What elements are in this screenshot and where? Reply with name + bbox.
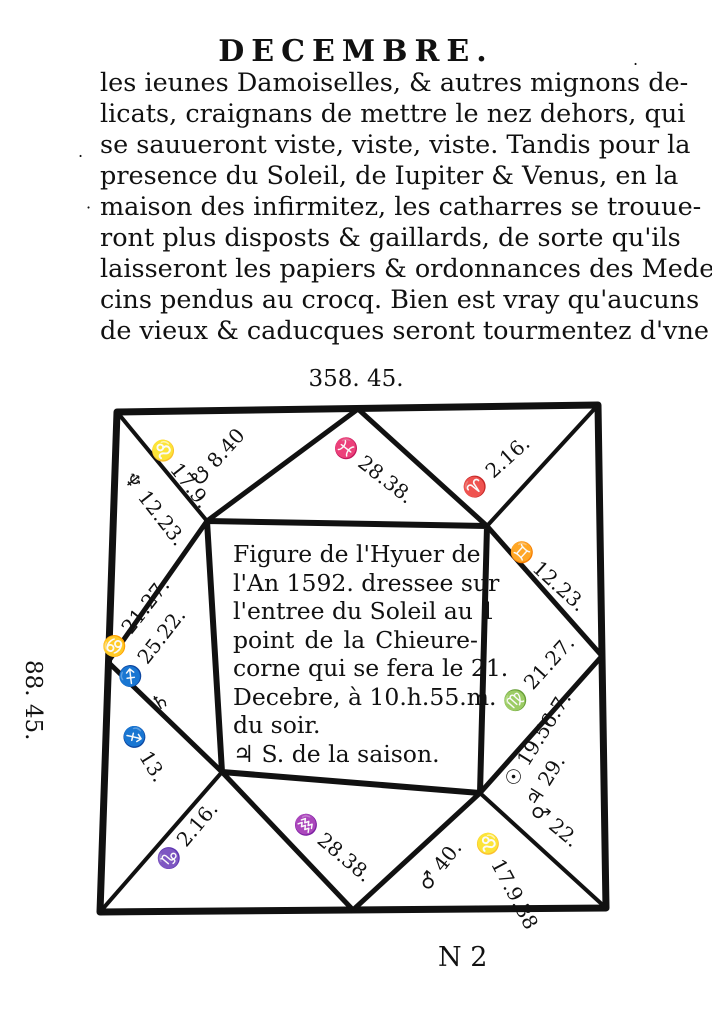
- midpoint-line: [478, 654, 604, 795]
- caption-line: corne qui se fera le 21.: [233, 654, 509, 682]
- body-line: cins pendus au crocq. Bien est vray qu'a…: [100, 285, 700, 315]
- diagonal-line: [115, 410, 209, 523]
- diagonal-line: [485, 403, 600, 528]
- house-entry: ♊ 12.23.: [505, 535, 592, 616]
- body-line: licats, craignans de mettre le nez dehor…: [100, 99, 686, 129]
- body-line: les ieunes Damoiselles, & autres mignons…: [100, 68, 689, 98]
- caption-line: ♃ S. de la saison.: [233, 739, 440, 768]
- house-entry: ☋ 8.40: [186, 423, 250, 490]
- body-line: ront plus disposts & gaillards, de sorte…: [100, 223, 681, 253]
- house-entry: ♄: [147, 687, 175, 717]
- body-paragraph: les ieunes Damoiselles, & autres mignons…: [100, 68, 712, 347]
- midpoint-line: [106, 660, 224, 774]
- stray-mark: .: [633, 50, 639, 69]
- midpoint-line: [485, 524, 604, 658]
- body-line: maison des infirmitez, les catharres se …: [100, 192, 702, 222]
- page-header: DECEMBRE.: [218, 34, 494, 69]
- figure-caption: Figure de l'Hyuer de l'An 1592. dressee …: [233, 540, 509, 768]
- house-entry: ♓ 28.38.: [329, 431, 419, 508]
- diagonal-line: [98, 770, 224, 914]
- midpoint-line: [356, 407, 489, 528]
- caption-line: Figure de l'Hyuer de: [233, 540, 481, 568]
- midpoint-line: [220, 770, 355, 912]
- house-entry: ♒ 28.38.: [289, 807, 377, 886]
- stray-mark: ·: [86, 198, 92, 217]
- house-entry: ♑ 2.16.: [151, 797, 222, 875]
- house-entry: ♐ 13.: [118, 720, 172, 786]
- midpoint-line: [351, 791, 482, 912]
- figure-top-label: 358. 45.: [308, 366, 404, 392]
- diagonal-line: [478, 791, 608, 910]
- caption-line: du soir.: [233, 711, 321, 739]
- signature-mark: N 2: [438, 942, 488, 973]
- caption-line: Decebre, à 10.h.55.m.: [233, 682, 497, 711]
- caption-line: l'entree du Soleil au 1: [233, 597, 496, 625]
- house-entry: ♈ 2.16.: [457, 431, 534, 504]
- body-line: se sauueront viste, viste, viste. Tandis…: [100, 130, 691, 160]
- body-line: presence du Soleil, de Iupiter & Venus, …: [100, 161, 679, 191]
- stray-mark: .: [78, 142, 84, 161]
- body-line: laisseront les papiers & ordonnances des…: [100, 254, 712, 284]
- caption-line: point de la Chieure-: [233, 625, 478, 654]
- midpoint-line: [105, 519, 210, 664]
- body-line: de vieux & caducques seront tourmentez d…: [100, 316, 709, 346]
- midpoint-line: [205, 406, 360, 524]
- caption-line: l'An 1592. dressee sur: [233, 568, 500, 597]
